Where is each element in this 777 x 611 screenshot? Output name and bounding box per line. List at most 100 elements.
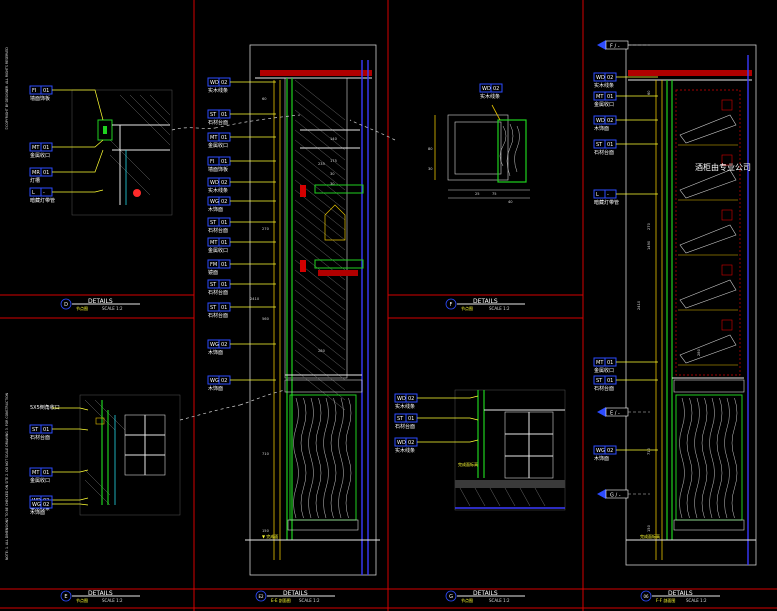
panel-g-title-text: DETAILS (473, 590, 498, 597)
tag-code: FI (210, 159, 214, 165)
tag-code: ST (32, 427, 39, 433)
panel-e-scale: SCALE 1:2 (102, 598, 123, 603)
tag-code: L (32, 190, 35, 196)
panel-e-letter: E (64, 594, 67, 600)
tag-note: 灯槽 (30, 177, 40, 184)
panel-f-sub: 节点图 (461, 305, 473, 311)
tag-code: WD (596, 118, 605, 124)
panel-g-detail: 完成面标高 (454, 389, 566, 511)
panel-d-sub: 节点图 (76, 305, 88, 311)
dimension-label: 175 (330, 159, 337, 163)
tag-code: WD (397, 440, 406, 446)
panel-h-section-marks: F / -E / -G / - (597, 40, 650, 499)
tag-note: 金属收口 (594, 101, 614, 108)
tag-note: 5X5倒角收口 (30, 404, 60, 411)
dimension-label: 560 (262, 317, 270, 321)
material-tag: L-暗藏灯带管 (29, 187, 104, 204)
tag-note: 实木线条 (395, 447, 415, 454)
tag-code: WG (596, 448, 605, 454)
tag-note: 石材台面 (208, 289, 228, 296)
tag-note: 金属收口 (208, 142, 228, 149)
panel-e-title-text: DETAILS (88, 590, 113, 597)
tag-number: 02 (493, 86, 499, 92)
tag-note: 暗藏灯带管 (30, 197, 55, 204)
tag-number: 01 (607, 142, 613, 148)
tag-note: 实木线条 (594, 82, 614, 89)
dimension-label: 60 (647, 90, 651, 95)
tag-number: 01 (607, 378, 613, 384)
tag-code: MT (210, 135, 218, 141)
tag-number: 01 (221, 240, 227, 246)
material-tag: L-暗藏灯带管 (593, 189, 658, 206)
dimension-label: 60 (262, 97, 267, 101)
tag-number: 02 (607, 75, 613, 81)
panel-d-title: D DETAILS 节点图 SCALE 1:2 (60, 298, 140, 311)
dimension-label: 2410 (250, 297, 260, 301)
tag-note: 木饰面 (208, 349, 223, 356)
tag-note: 木饰面 (594, 125, 609, 132)
tag-code: MR (32, 170, 40, 176)
section-mark: G / - (597, 489, 650, 499)
tag-note: 实木线条 (208, 87, 228, 94)
tag-number: 01 (43, 170, 49, 176)
tag-code: ST (210, 220, 217, 226)
section-mark-label: G / - (610, 493, 621, 499)
tag-note: 石材台面 (208, 119, 228, 126)
tag-code: WG (210, 378, 219, 384)
tag-note: 石材台面 (208, 227, 228, 234)
panel-f-detail (434, 104, 530, 199)
tag-code: WG (32, 502, 41, 508)
tag-note: 石材台面 (594, 149, 614, 156)
tag-code: FI (32, 88, 36, 94)
dimension-label: 270 (262, 227, 270, 231)
tag-code: WG (210, 342, 219, 348)
panel-d-scale: SCALE 1:2 (102, 306, 123, 311)
panel-e2-title-text: DETAILS (283, 590, 308, 597)
tag-number: 02 (221, 342, 227, 348)
panel-g-title: G DETAILS 节点图 SCALE 1:2 (445, 590, 525, 603)
panel-g-scale: SCALE 1:2 (489, 598, 510, 603)
panel-h-floor: 完成面标高 (640, 533, 660, 539)
tag-number: 01 (43, 427, 49, 433)
tag-number: 02 (607, 118, 613, 124)
panel-e-tags: 5X5倒角收口ST01石材台面MT01金属收口WD02实木线条WG02木饰面 (29, 404, 89, 516)
tag-note: 实木线条 (480, 93, 500, 100)
panel-e2-letter: E2 (258, 594, 264, 599)
tag-number: 01 (221, 282, 227, 288)
tag-note: 镜面 (208, 269, 218, 276)
dimension-label: 140 (330, 137, 338, 141)
tag-note: 金属收口 (594, 367, 614, 374)
tag-code: WD (210, 180, 219, 186)
dimension-label: 280 (318, 349, 326, 353)
tag-note: 石材台面 (395, 423, 415, 430)
tag-code: ST (210, 112, 217, 118)
tag-number: 02 (221, 80, 227, 86)
tag-number: 01 (221, 220, 227, 226)
tag-note: 金属收口 (208, 247, 228, 254)
panel-d-detail (71, 89, 216, 216)
tag-note: 木饰面 (208, 206, 223, 213)
tag-note: 金属收口 (30, 477, 50, 484)
panel-e2-title: E2 DETAILS E-E 剖面图 SCALE 1:2 (255, 590, 335, 603)
tag-code: ST (397, 416, 404, 422)
section-mark-label: F / - (610, 44, 620, 50)
tag-code: WD (482, 86, 491, 92)
tag-code: WD (397, 396, 406, 402)
